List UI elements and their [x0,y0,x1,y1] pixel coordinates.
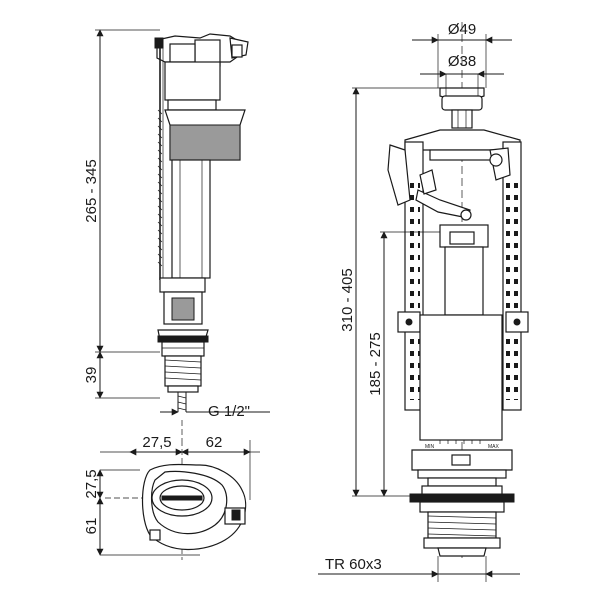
dimension-button-outer: Ø49 [412,21,512,60]
left-rail-holes [408,180,420,400]
button-inner-label: Ø38 [448,53,476,70]
plan-offset-label: 27,5 [142,434,171,451]
flush-body-label: 185 - 275 [367,332,384,395]
dimension-button-inner: Ø38 [420,53,504,78]
fill-valve-plan-view [100,440,260,560]
dimension-plan-side-bottom: 61 [83,497,104,556]
scale-max-label: MAX [488,444,500,450]
dimension-flush-thread: TR 60x3 [318,556,520,578]
plan-width-label: 62 [206,434,223,451]
button-outer-label: Ø49 [448,21,476,38]
dimension-fill-valve-bottom: 39 [83,351,104,399]
flush-thread-label: TR 60x3 [325,556,382,573]
scale-min-label: MIN [425,444,435,450]
thread-label: G 1/2" [208,403,250,420]
float-chain [157,109,163,267]
flush-total-label: 310 - 405 [339,268,356,331]
dimension-flush-body: 185 - 275 [367,231,388,497]
dimension-flush-total: 310 - 405 [339,87,360,497]
plan-side-bottom-label: 61 [83,518,100,535]
plan-side-top-label: 27,5 [83,469,100,498]
flush-valve: MIN MAX [352,22,529,582]
thread-callout: G 1/2" [160,403,270,420]
dimension-plan-side-top: 27,5 [83,469,140,499]
fill-valve-height-label: 265 - 345 [83,159,100,222]
dimension-fill-valve-height: 265 - 345 [83,29,104,353]
right-rail-holes [506,180,518,400]
fill-valve [95,29,249,440]
fill-valve-bottom-label: 39 [83,367,100,384]
dimension-plan-offset: 27,5 [129,434,183,456]
dimension-plan-width: 62 [181,434,251,456]
